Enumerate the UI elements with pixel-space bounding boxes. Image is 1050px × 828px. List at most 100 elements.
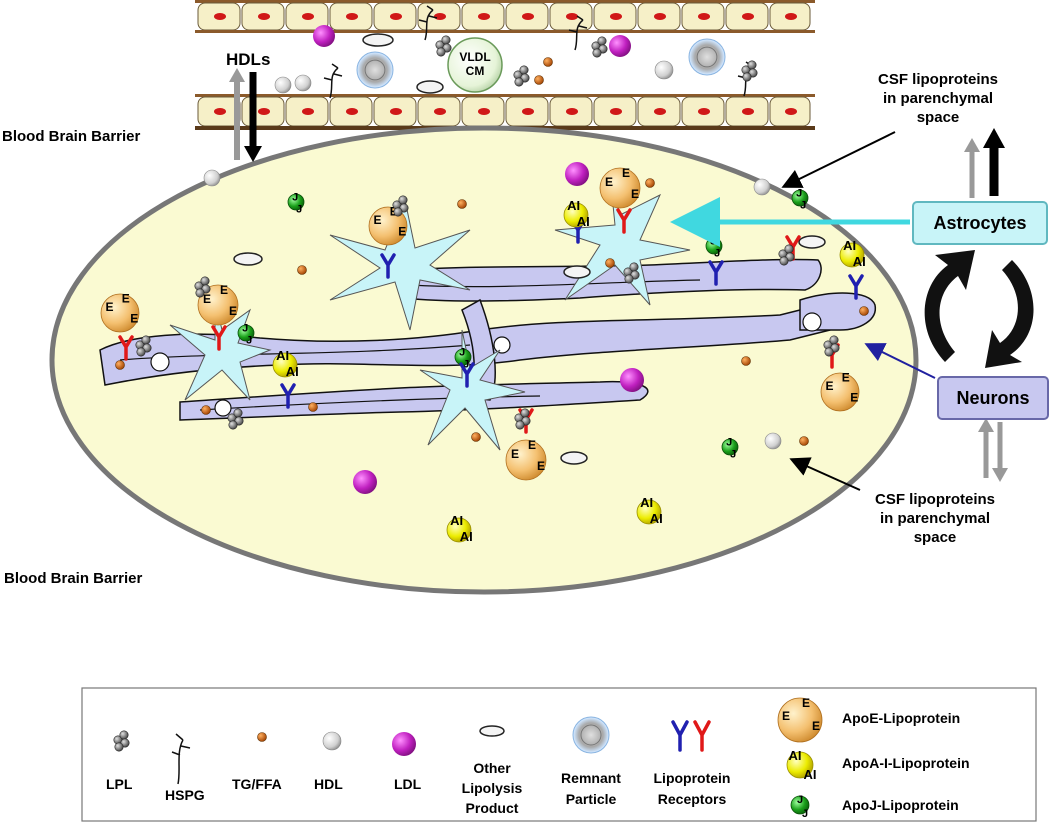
csf-top-line2: in parenchymal	[882, 90, 994, 107]
svg-text:AI: AI	[460, 529, 473, 544]
hdl-sphere-icon	[203, 169, 221, 187]
svg-text:AI: AI	[286, 364, 299, 379]
lpl-cluster-icon	[823, 335, 840, 357]
csf-bottom-line2: in parenchymal	[879, 510, 991, 527]
cm-text: CM	[465, 64, 485, 78]
vldl-cm-label: VLDL CM	[448, 50, 502, 78]
svg-text:J: J	[296, 203, 302, 215]
svg-text:E: E	[537, 459, 545, 473]
cell-nucleus	[390, 13, 402, 20]
legend-receptor-line1: Lipoprotein	[653, 770, 731, 786]
legend-remnant-line2: Particle	[565, 791, 617, 807]
receptor-y-icon	[280, 383, 296, 409]
remnant-particle-icon	[688, 38, 726, 76]
cell-nucleus	[566, 108, 578, 115]
svg-text:E: E	[850, 391, 858, 405]
svg-text:J: J	[242, 322, 248, 334]
neuron-gray-up-head	[978, 418, 994, 432]
legend-ldl: LDL	[394, 776, 422, 792]
legend-other-lipolysis: Other Lipolysis Product	[452, 758, 532, 818]
svg-text:AI: AI	[789, 748, 802, 763]
svg-text:J: J	[730, 448, 736, 460]
hdl-sphere-icon	[764, 432, 782, 450]
cell-nucleus	[610, 13, 622, 20]
csf-top-line3: space	[916, 109, 960, 126]
tg-ffa-dot-icon	[201, 405, 211, 415]
astro-gray-arrow-head	[964, 138, 980, 152]
apoj-particle-icon: JJ	[790, 794, 810, 820]
cell-nucleus	[258, 108, 270, 115]
svg-text:E: E	[220, 283, 228, 297]
svg-text:AI: AI	[650, 511, 663, 526]
receptor-y-icon	[459, 362, 475, 388]
blood-vessel	[195, 0, 815, 130]
endothelial-cells-top	[197, 2, 811, 31]
lpl-cluster-icon	[135, 335, 152, 357]
svg-text:E: E	[511, 447, 519, 461]
cell-nucleus	[566, 13, 578, 20]
svg-text:J: J	[710, 235, 716, 247]
circular-arrows-icon	[924, 250, 1034, 368]
svg-text:E: E	[229, 304, 237, 318]
lpl-cluster-icon	[113, 730, 130, 752]
svg-text:E: E	[122, 292, 130, 306]
cell-nucleus	[522, 13, 534, 20]
svg-text:E: E	[398, 225, 406, 239]
svg-text:E: E	[528, 438, 536, 452]
astrocytes-box: Astrocytes	[912, 201, 1048, 245]
cell-nucleus	[522, 108, 534, 115]
lpl-cluster-icon	[392, 195, 409, 217]
cell-nucleus	[478, 13, 490, 20]
hdl-sphere-icon	[753, 178, 771, 196]
svg-text:J: J	[797, 794, 803, 806]
svg-text:E: E	[374, 213, 382, 227]
vldl-cm-particle-icon	[447, 37, 503, 93]
hdls-label: HDLs	[226, 50, 271, 69]
cell-nucleus	[478, 108, 490, 115]
svg-text:AI: AI	[577, 214, 590, 229]
svg-text:E: E	[203, 292, 211, 306]
neurons-box: Neurons	[937, 376, 1049, 420]
astrocytes-label: Astrocytes	[933, 212, 1027, 233]
legend-hspg: HSPG	[165, 787, 205, 803]
apoe-particle-icon: EEE	[777, 696, 823, 743]
receptor-y-icon	[693, 720, 711, 752]
cell-nucleus	[610, 108, 622, 115]
receptor-y-icon	[848, 274, 864, 300]
hdl-sphere-icon	[322, 731, 342, 751]
legend-other-line1: Other	[473, 760, 511, 776]
tg-ffa-dot-icon	[741, 356, 751, 366]
apoj-particle-icon: JJ	[237, 322, 255, 346]
lpl-cluster-icon	[513, 65, 530, 87]
apoj-particle-icon: JJ	[721, 436, 739, 460]
particle-layer: JJJJJJJJJJJJEEEEEEEEEEEEEEEEEEAIAIAIAIAI…	[100, 5, 869, 544]
tg-ffa-dot-icon	[457, 199, 467, 209]
legend-apoe: ApoE-Lipoprotein	[842, 710, 961, 726]
ldl-sphere-icon	[392, 732, 416, 756]
svg-text:E: E	[842, 371, 850, 385]
legend-apoj: ApoJ-Lipoprotein	[842, 797, 959, 813]
cell-nucleus	[346, 13, 358, 20]
bbb-top-label: Blood Brain Barrier	[2, 128, 141, 145]
svg-text:J: J	[292, 191, 298, 203]
apoe-particle-icon: EEE	[197, 283, 239, 326]
cell-nucleus	[214, 108, 226, 115]
lipolysis-ellipse-icon	[479, 725, 505, 737]
ldl-sphere-icon	[353, 470, 377, 494]
tg-ffa-dot-icon	[534, 75, 544, 85]
neuron-gray-down-head	[992, 468, 1008, 482]
csf-bottom-pointer-arrow	[789, 457, 861, 491]
cell-nucleus	[654, 108, 666, 115]
hdl-sphere-icon	[294, 74, 312, 92]
legend-remnant-line1: Remnant	[561, 770, 621, 786]
apoj-particle-icon: JJ	[287, 191, 305, 215]
vldl-text: VLDL	[459, 50, 491, 64]
legend-receptors: Lipoprotein Receptors	[642, 768, 742, 810]
svg-text:E: E	[782, 709, 790, 723]
csf-bottom-line1: CSF lipoproteins	[875, 491, 995, 508]
svg-text:AI: AI	[843, 238, 856, 253]
svg-text:AI: AI	[640, 495, 653, 510]
hdl-sphere-icon	[654, 60, 674, 80]
